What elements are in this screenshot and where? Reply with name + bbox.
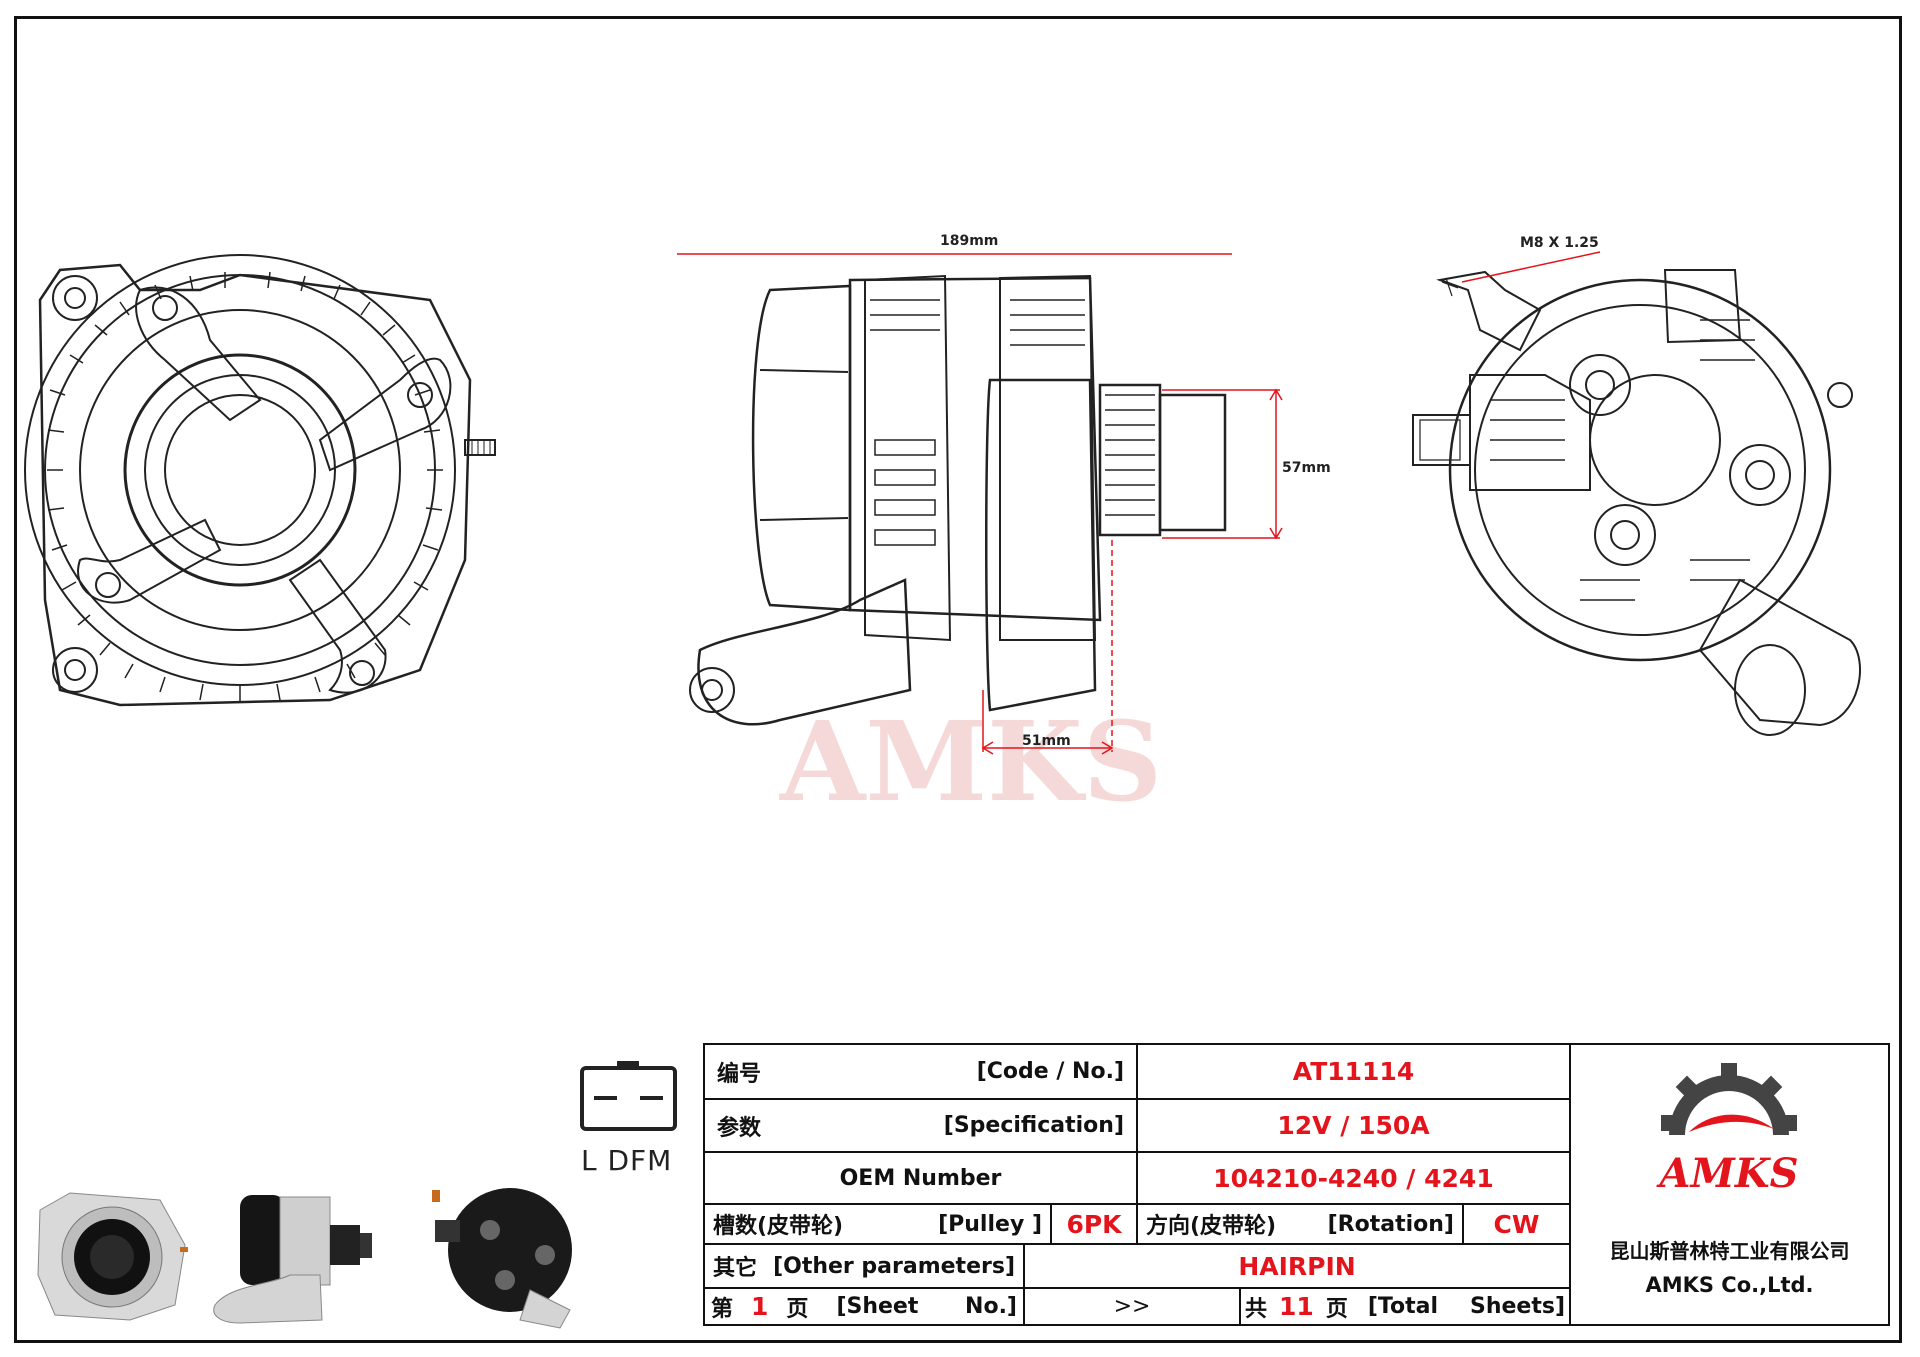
code-label-cn: 编号 [717,1061,762,1087]
other-label-cell: 其它 [Other parameters] [705,1245,1025,1289]
watermark: AMKS [779,697,1162,826]
other-label-cn: 其它 [713,1256,758,1281]
front-view [24,254,496,707]
company-logo-area: AMKS 昆山斯普林特工业有限公司 AMKS Co.,Ltd. [1571,1045,1888,1324]
dim-length-label: 189mm [940,233,998,249]
code-label-en: [Code / No.] [976,1059,1124,1084]
rotation-value: CW [1464,1205,1571,1245]
sheet-unit: 页 [786,1296,809,1322]
sheet-en: [Sheet [836,1294,919,1319]
sheet-prefix: 第 [711,1296,734,1322]
company-logo: AMKS [1656,1063,1799,1197]
total-unit: 页 [1325,1296,1348,1322]
code-value: AT11114 [1138,1045,1571,1100]
spec-value: 12V / 150A [1138,1100,1571,1153]
total-sheets: 11 [1279,1292,1314,1321]
title-block: 编号 [Code / No.] AT11114 参数 [Specificatio… [703,1043,1890,1326]
connector-symbol-icon [580,1061,677,1131]
spec-label-cn: 参数 [717,1115,762,1141]
rotation-label-cell: 方向(皮带轮) [Rotation] [1138,1205,1464,1245]
rear-view [1412,251,1861,736]
company-name-cn: 昆山斯普林特工业有限公司 [1609,1239,1850,1263]
total-en2: Sheets] [1469,1294,1565,1319]
logo-text: AMKS [1656,1150,1799,1197]
sheet-arrow: >> [1025,1289,1241,1324]
spec-label-en: [Specification] [943,1113,1124,1138]
dim-mount-label: 51mm [1022,733,1071,749]
sheet-border [14,16,1902,1343]
thumbnail-rear-photo [432,1188,572,1329]
oem-value: 104210-4240 / 4241 [1138,1153,1571,1205]
pulley-label-cn: 槽数(皮带轮) [713,1214,844,1239]
total-sheets-cell: 共 11 页 [Total Sheets] [1241,1289,1571,1324]
spec-label-cell: 参数 [Specification] [705,1100,1138,1153]
pulley-label-en: [Pulley ] [938,1211,1042,1237]
total-en: [Total [1367,1294,1438,1319]
pulley-value: 6PK [1052,1205,1138,1245]
sheet-en2: No.] [965,1294,1017,1319]
other-label-en: [Other parameters] [773,1253,1015,1279]
company-name-en: AMKS Co.,Ltd. [1645,1273,1814,1297]
thumbnail-side-photo [213,1195,372,1324]
dim-thread-label: M8 X 1.25 [1520,235,1599,251]
connector-label: L DFM [581,1144,673,1177]
thumbnail-front-photo [37,1192,188,1321]
pulley-label-cell: 槽数(皮带轮) [Pulley ] [705,1205,1052,1245]
other-value: HAIRPIN [1025,1245,1571,1289]
total-prefix: 共 [1245,1296,1268,1322]
code-label-cell: 编号 [Code / No.] [705,1045,1138,1100]
sheet-cell: 第 1 页 [Sheet No.] [705,1289,1025,1324]
dim-pulley-dia-label: 57mm [1282,460,1331,476]
sheet-number: 1 [751,1292,769,1321]
rotation-label-en: [Rotation] [1327,1211,1454,1237]
side-view [677,253,1283,755]
rotation-label-cn: 方向(皮带轮) [1146,1214,1277,1239]
oem-label: OEM Number [705,1153,1138,1205]
